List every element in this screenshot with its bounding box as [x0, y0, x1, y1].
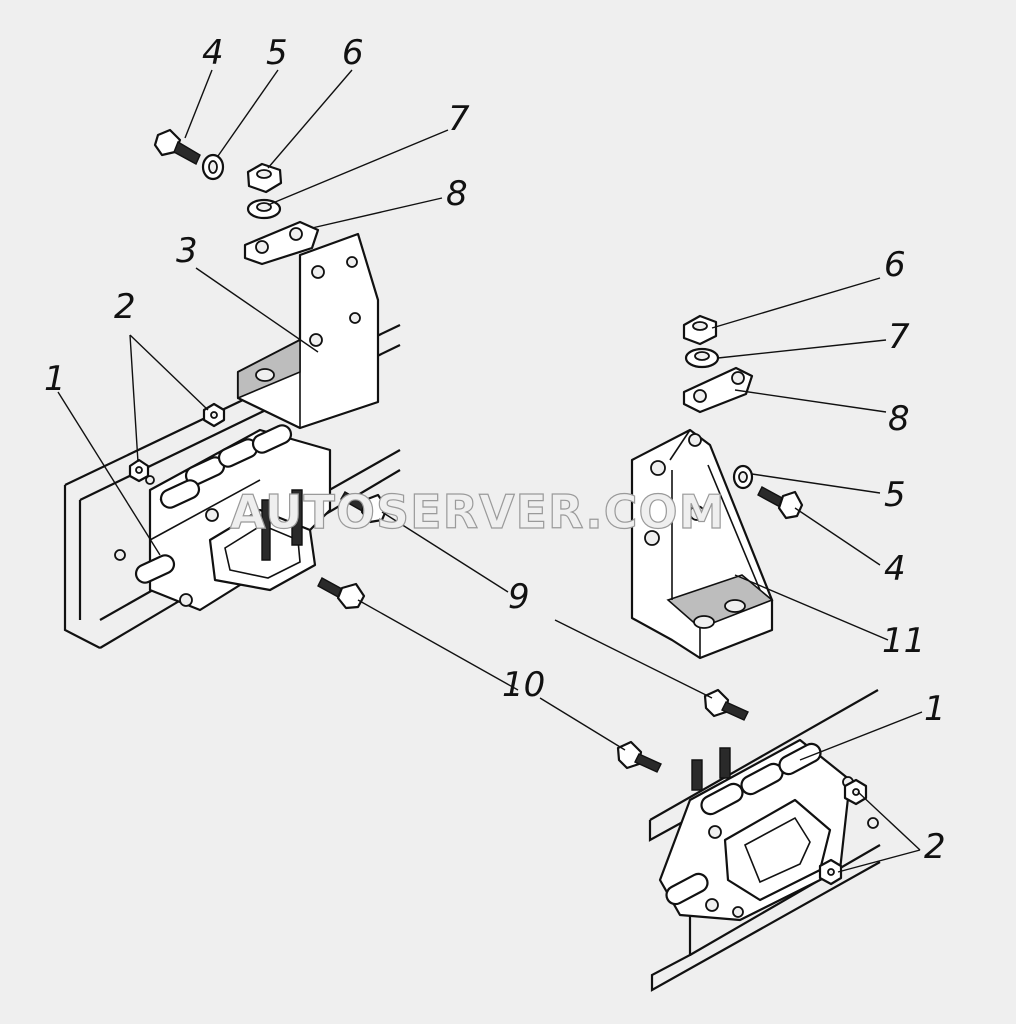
nut-2-left-a — [202, 402, 226, 428]
nut-6-right — [682, 314, 718, 346]
callout-5-top: 5 — [266, 33, 288, 73]
callout-1-left: 1 — [44, 359, 66, 399]
callout-7-right: 7 — [888, 317, 910, 357]
nut-2-left-b — [128, 458, 150, 483]
callout-5-right: 5 — [884, 475, 906, 515]
callout-8-top: 8 — [446, 174, 468, 214]
callout-8-right: 8 — [888, 399, 910, 439]
spring-washer-5-right — [732, 464, 754, 490]
callout-3: 3 — [176, 231, 198, 271]
washer-7-right — [684, 347, 720, 369]
bolt-10-left — [317, 577, 366, 610]
bolt-4-right — [757, 486, 804, 520]
callout-10: 10 — [502, 665, 545, 705]
plate-8-top — [243, 220, 320, 266]
callout-9: 9 — [508, 577, 530, 617]
bolt-9-right — [703, 688, 749, 721]
leader-lines — [57, 69, 923, 873]
callout-4-right: 4 — [884, 549, 906, 589]
callout-1-right: 1 — [924, 689, 946, 729]
nut-6-top — [246, 162, 283, 194]
spring-hanger-1-right — [658, 738, 879, 922]
callout-4-top: 4 — [202, 33, 224, 73]
right-frame-rail — [648, 689, 881, 992]
nut-2-right-a — [843, 778, 868, 806]
bolt-9-left — [340, 491, 389, 524]
bolt-10-right — [616, 740, 662, 773]
callout-2-left: 2 — [114, 287, 136, 327]
spring-washer-5-top — [201, 153, 225, 181]
spring-hanger-1-left — [134, 424, 332, 612]
callout-11: 11 — [882, 621, 925, 661]
callout-numbers: 4 5 6 7 8 3 2 1 6 7 8 5 4 11 9 10 1 2 — [44, 33, 946, 867]
callout-6-top: 6 — [342, 33, 364, 73]
nut-2-right-b — [818, 858, 843, 886]
bracket-3 — [236, 232, 380, 430]
watermark-text: AUTOSERVER.COM — [230, 485, 725, 539]
plate-8-right — [682, 366, 754, 414]
washer-7-top — [246, 198, 282, 220]
callout-7-top: 7 — [448, 99, 470, 139]
callout-6-right: 6 — [884, 245, 906, 285]
bolt-4-top — [153, 128, 201, 165]
bracket-11 — [630, 428, 774, 660]
callout-2-right: 2 — [924, 827, 946, 867]
